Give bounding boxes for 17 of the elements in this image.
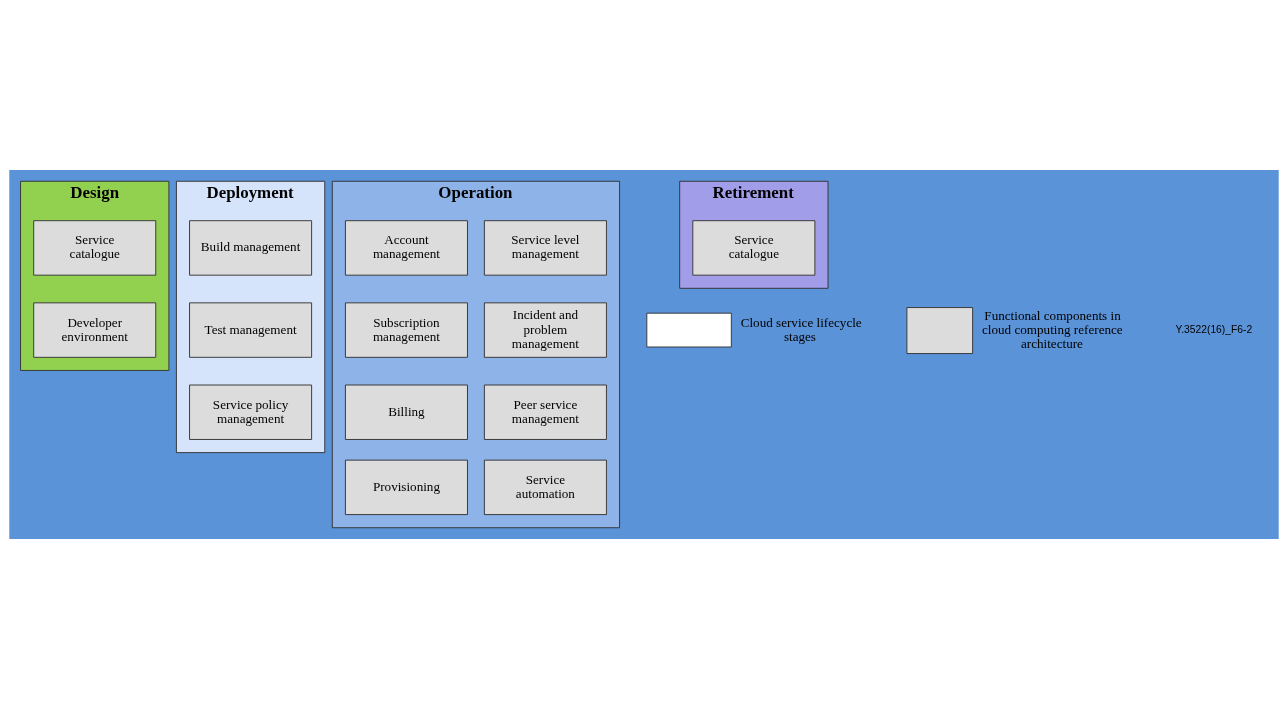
node-box: Service catalogue bbox=[692, 219, 816, 276]
legend-label: Cloud service lifecycle stages bbox=[740, 314, 862, 344]
node-box: Build management bbox=[189, 219, 313, 276]
node-box: Service catalogue bbox=[33, 219, 157, 276]
label: Y.3522(16)_F6-2 bbox=[1175, 323, 1253, 335]
legend-label: Functional components in cloud computing reference architecture bbox=[982, 307, 1123, 351]
node-box: Subscription management bbox=[344, 301, 468, 358]
node-box: Service policy management bbox=[189, 384, 313, 440]
node-box: Incident and problem management bbox=[483, 301, 607, 358]
node-box: Provisioning bbox=[344, 459, 468, 515]
node-box: Service level management bbox=[483, 219, 607, 276]
node-box: Test management bbox=[189, 301, 313, 358]
node-box: Peer service management bbox=[483, 384, 607, 440]
node-box: Account management bbox=[344, 219, 468, 276]
node-box: Service automation bbox=[483, 459, 607, 515]
node-box: Billing bbox=[344, 384, 468, 440]
node-box: Developer environment bbox=[33, 301, 157, 358]
